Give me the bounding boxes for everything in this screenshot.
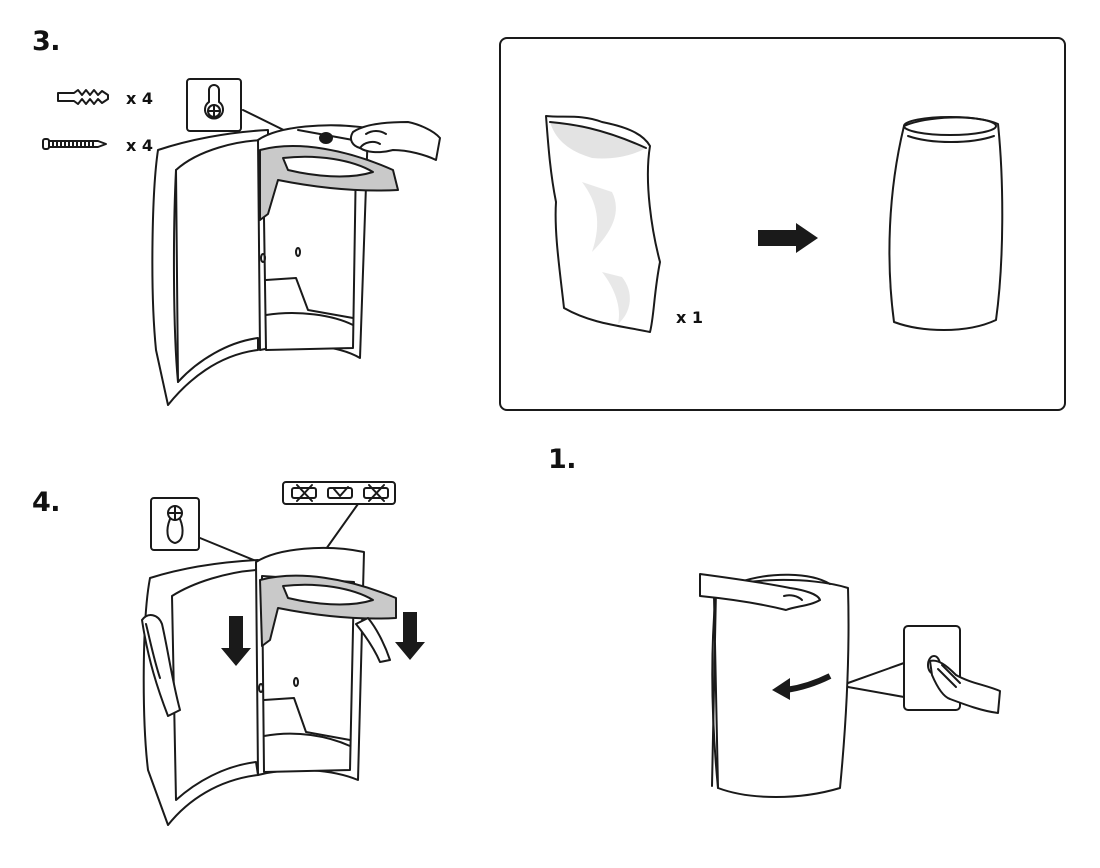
rotate-arrow-icon	[772, 673, 832, 700]
arrow-right-icon	[758, 223, 818, 253]
arrow-down-icon	[395, 612, 425, 660]
bag-quantity: x 1	[676, 308, 704, 327]
step-4-bin-illustration	[141, 503, 425, 826]
keyhole-slot-icon	[186, 78, 242, 132]
button-callout	[847, 625, 1001, 714]
anchors-quantity: x 4	[126, 89, 154, 108]
step-3-bin-illustration	[151, 109, 441, 406]
screw-icon	[42, 138, 107, 150]
step-1-number: 1.	[548, 444, 577, 475]
arrow-down-icon	[221, 616, 251, 666]
keyhole-slot-icon	[150, 497, 200, 551]
step-4-number: 4.	[32, 487, 61, 518]
screw-position-callout	[282, 481, 396, 505]
bag-instruction-panel	[499, 37, 1066, 411]
screws-quantity: x 4	[126, 136, 154, 155]
step-3-number: 3.	[32, 26, 61, 57]
bin-with-bag-illustration	[888, 116, 1004, 331]
wall-anchor-icon	[57, 89, 109, 105]
bag-illustration	[545, 115, 661, 333]
